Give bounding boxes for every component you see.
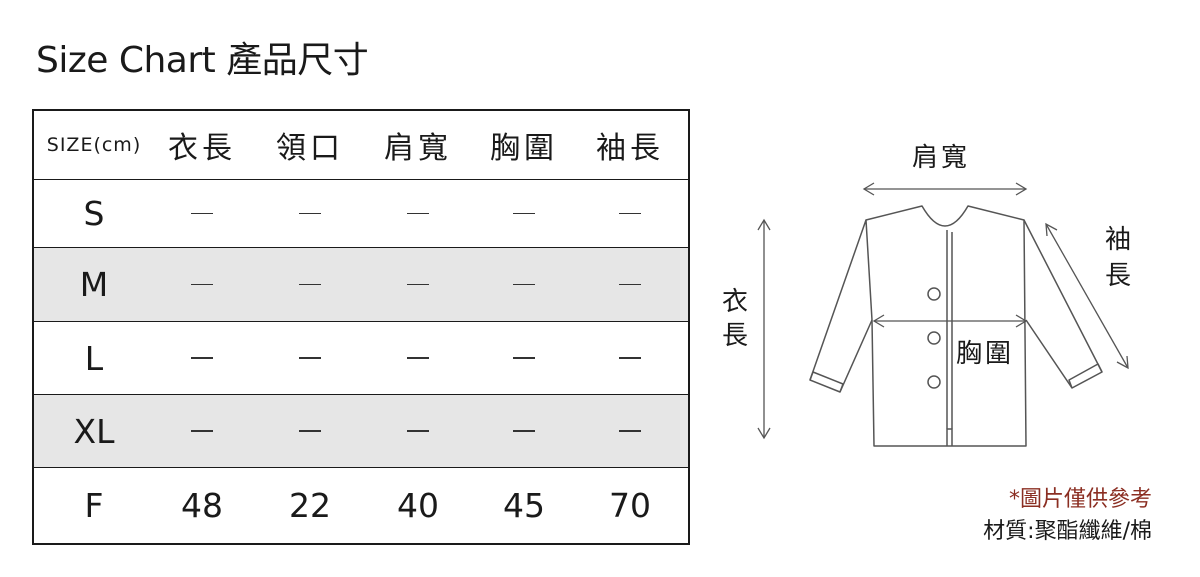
header-cell: 袖長 bbox=[596, 131, 664, 166]
measurement-value bbox=[368, 395, 468, 467]
empty-value-dash bbox=[407, 283, 429, 286]
empty-value-dash bbox=[619, 430, 641, 432]
table-row: F 48 22 40 45 70 bbox=[34, 468, 688, 543]
length-label-top: 衣 bbox=[722, 287, 748, 317]
shoulder-label: 肩寬 bbox=[912, 143, 970, 173]
measurement-value: 48 bbox=[181, 486, 223, 525]
jacket-left-cuff bbox=[809, 371, 844, 393]
empty-value-dash bbox=[513, 283, 535, 286]
empty-value-dash bbox=[299, 357, 321, 359]
measurement-value bbox=[152, 395, 252, 467]
measurement-value bbox=[580, 180, 680, 247]
table-row: L bbox=[34, 322, 688, 395]
measurement-value bbox=[260, 322, 360, 394]
jacket-right-sleeve bbox=[1023, 219, 1103, 389]
button-2 bbox=[927, 331, 941, 345]
empty-value-dash bbox=[407, 430, 429, 432]
measurement-value bbox=[152, 180, 252, 247]
empty-value-dash bbox=[513, 357, 535, 359]
empty-value-dash bbox=[513, 430, 535, 432]
measurement-arrows bbox=[757, 182, 1129, 440]
page-title: Size Chart 產品尺寸 bbox=[36, 40, 369, 81]
button-3 bbox=[927, 375, 941, 389]
empty-value-dash bbox=[191, 283, 213, 286]
measurement-value bbox=[368, 322, 468, 394]
size-label: F bbox=[84, 486, 104, 525]
sleeve-label-bottom: 長 bbox=[1105, 261, 1131, 291]
header-size-unit: SIZE(cm) bbox=[46, 134, 142, 156]
measurement-value bbox=[580, 322, 680, 394]
empty-value-dash bbox=[407, 212, 429, 215]
header-cell: 肩寬 bbox=[384, 131, 452, 166]
size-label: M bbox=[79, 265, 109, 304]
empty-value-dash bbox=[191, 357, 213, 359]
measurement-value bbox=[368, 180, 468, 247]
size-label: S bbox=[83, 194, 105, 233]
length-label-bottom: 長 bbox=[722, 321, 748, 351]
jacket-right-cuff bbox=[1068, 363, 1103, 389]
empty-value-dash bbox=[407, 357, 429, 359]
measurement-value bbox=[368, 248, 468, 321]
material-note: 材質:聚酯纖維/棉 bbox=[983, 519, 1152, 544]
table-row: S bbox=[34, 180, 688, 248]
empty-value-dash bbox=[619, 283, 641, 286]
measurement-value: 22 bbox=[289, 486, 331, 525]
table-row: XL bbox=[34, 395, 688, 468]
measurement-value bbox=[260, 180, 360, 247]
sleeve-arrow bbox=[1045, 223, 1129, 369]
header-cell: 衣長 bbox=[168, 131, 236, 166]
measurement-value: 40 bbox=[397, 486, 439, 525]
measurement-value: 45 bbox=[503, 486, 545, 525]
size-label: XL bbox=[73, 411, 115, 451]
size-label: L bbox=[84, 338, 104, 378]
table-row: M bbox=[34, 248, 688, 322]
measurement-value bbox=[580, 248, 680, 321]
measurement-value bbox=[152, 248, 252, 321]
measurement-value bbox=[474, 395, 574, 467]
header-cell: 胸圍 bbox=[490, 131, 558, 166]
empty-value-dash bbox=[299, 283, 321, 286]
measurement-value bbox=[152, 322, 252, 394]
jacket-body bbox=[865, 205, 1027, 447]
jacket-illustration bbox=[809, 205, 1103, 447]
chest-label: 胸圍 bbox=[956, 339, 1014, 369]
measurement-value: 70 bbox=[609, 486, 651, 525]
sleeve-label-top: 袖 bbox=[1105, 225, 1131, 255]
measurement-value bbox=[580, 395, 680, 467]
garment-diagram: 肩寬 衣 長 袖 長 胸圍 bbox=[722, 143, 1131, 447]
measurement-value bbox=[474, 248, 574, 321]
empty-value-dash bbox=[191, 212, 213, 215]
button-1 bbox=[927, 287, 941, 301]
empty-value-dash bbox=[619, 357, 641, 359]
jacket-left-sleeve bbox=[809, 219, 873, 393]
measurement-value bbox=[260, 395, 360, 467]
empty-value-dash bbox=[513, 212, 535, 215]
empty-value-dash bbox=[191, 430, 213, 432]
measurement-value bbox=[474, 180, 574, 247]
measurement-value bbox=[260, 248, 360, 321]
empty-value-dash bbox=[619, 212, 641, 215]
empty-value-dash bbox=[299, 430, 321, 432]
disclaimer-note: *圖片僅供參考 bbox=[1008, 487, 1152, 512]
empty-value-dash bbox=[299, 212, 321, 215]
measurement-value bbox=[474, 322, 574, 394]
table-header-row: SIZE(cm) 衣長 領口 肩寬 胸圍 袖長 bbox=[34, 111, 688, 180]
header-cell: 領口 bbox=[276, 131, 344, 166]
